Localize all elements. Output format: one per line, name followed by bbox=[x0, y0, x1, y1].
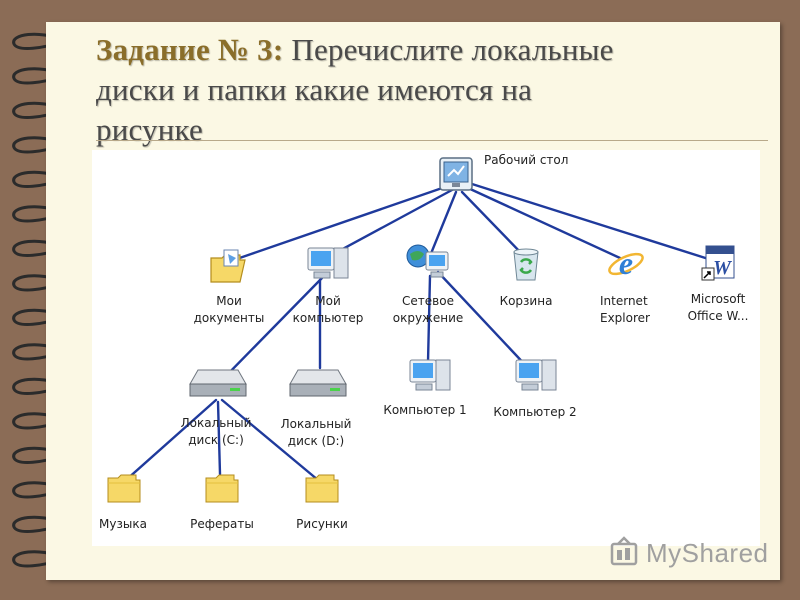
spiral-ring bbox=[12, 136, 63, 154]
edge-network-computer2 bbox=[436, 270, 532, 372]
my-documents-label: Мои документы bbox=[193, 294, 265, 325]
svg-text:e: e bbox=[619, 245, 633, 281]
edge-computer-disk-c bbox=[220, 276, 324, 382]
heading-divider bbox=[96, 140, 768, 141]
network-neighborhood-label: Сетевое окружение bbox=[392, 294, 464, 325]
computer-2-icon bbox=[515, 359, 557, 391]
task-heading: Задание № 3: Перечислите локальные диски… bbox=[96, 30, 746, 150]
local-disk-c-icon bbox=[189, 369, 247, 397]
edge-disk-essays bbox=[216, 400, 222, 476]
folder-music-icon bbox=[107, 474, 141, 503]
my-computer-label: Мой компьютер bbox=[292, 294, 364, 325]
edge-desktop-ie bbox=[466, 186, 622, 260]
spiral-ring bbox=[12, 32, 63, 50]
spiral-ring bbox=[12, 343, 63, 361]
spiral-ring bbox=[12, 274, 63, 292]
spiral-ring bbox=[12, 481, 63, 499]
task-question-line2: диски и папки какие имеются на bbox=[96, 72, 533, 107]
local-disk-d-label: Локальный диск (D:) bbox=[280, 417, 352, 448]
local-disk-c-label: Локальный диск (C:) bbox=[180, 416, 252, 447]
spiral-ring bbox=[12, 170, 63, 188]
edge-desktop-recycle bbox=[460, 190, 526, 258]
edge-desktop-computer bbox=[324, 188, 454, 260]
spiral-ring bbox=[12, 205, 63, 223]
folder-pictures-label: Рисунки bbox=[296, 517, 348, 531]
spiral-ring bbox=[12, 308, 63, 326]
myshared-text: MyShared bbox=[646, 538, 769, 568]
network-neighborhood-icon bbox=[406, 244, 449, 278]
computer-1-label: Компьютер 1 bbox=[383, 403, 467, 417]
desktop-label: Рабочий стол bbox=[484, 153, 569, 167]
folder-pictures-icon bbox=[305, 474, 339, 503]
spiral-ring bbox=[12, 67, 63, 85]
task-question-line1: Перечислите локальные bbox=[283, 32, 614, 67]
myshared-watermark: MyShared bbox=[608, 536, 778, 572]
edge-disk-music bbox=[124, 398, 218, 482]
internet-explorer-label: Internet Explorer bbox=[600, 294, 650, 325]
spiral-ring bbox=[12, 412, 63, 430]
my-computer-icon bbox=[307, 247, 349, 279]
task-question-line3: рисунке bbox=[96, 112, 203, 147]
recycle-bin-icon bbox=[513, 248, 539, 281]
spiral-ring bbox=[12, 550, 63, 568]
myshared-logo-icon bbox=[610, 536, 638, 566]
microsoft-word-icon: W bbox=[701, 245, 735, 281]
spiral-ring bbox=[12, 515, 63, 533]
recycle-bin-label: Корзина bbox=[499, 294, 553, 308]
my-documents-icon bbox=[210, 249, 246, 283]
file-system-diagram: Рабочий стол Мои документы Мой компьютер… bbox=[92, 150, 760, 546]
spiral-ring bbox=[12, 101, 63, 119]
spiral-ring bbox=[12, 239, 63, 257]
computer-1-icon bbox=[409, 359, 451, 391]
spiral-ring bbox=[12, 377, 63, 395]
folder-music-label: Музыка bbox=[99, 517, 147, 531]
folder-essays-icon bbox=[205, 474, 239, 503]
microsoft-office-label: Microsoft Office W... bbox=[687, 292, 749, 323]
diagram-connectors bbox=[124, 182, 720, 482]
edge-desktop-documents bbox=[226, 184, 450, 264]
spiral-ring bbox=[12, 446, 63, 464]
edge-desktop-network bbox=[428, 190, 458, 258]
desktop-icon bbox=[439, 157, 473, 191]
computer-2-label: Компьютер 2 bbox=[493, 405, 577, 419]
folder-essays-label: Рефераты bbox=[190, 517, 254, 531]
edge-disk-pictures bbox=[220, 398, 320, 482]
svg-text:W: W bbox=[713, 257, 732, 279]
edge-desktop-office bbox=[470, 182, 720, 264]
edge-network-computer1 bbox=[426, 274, 432, 364]
internet-explorer-icon: e bbox=[608, 245, 644, 281]
task-label: Задание № 3: bbox=[96, 32, 284, 67]
local-disk-d-icon bbox=[289, 369, 347, 397]
